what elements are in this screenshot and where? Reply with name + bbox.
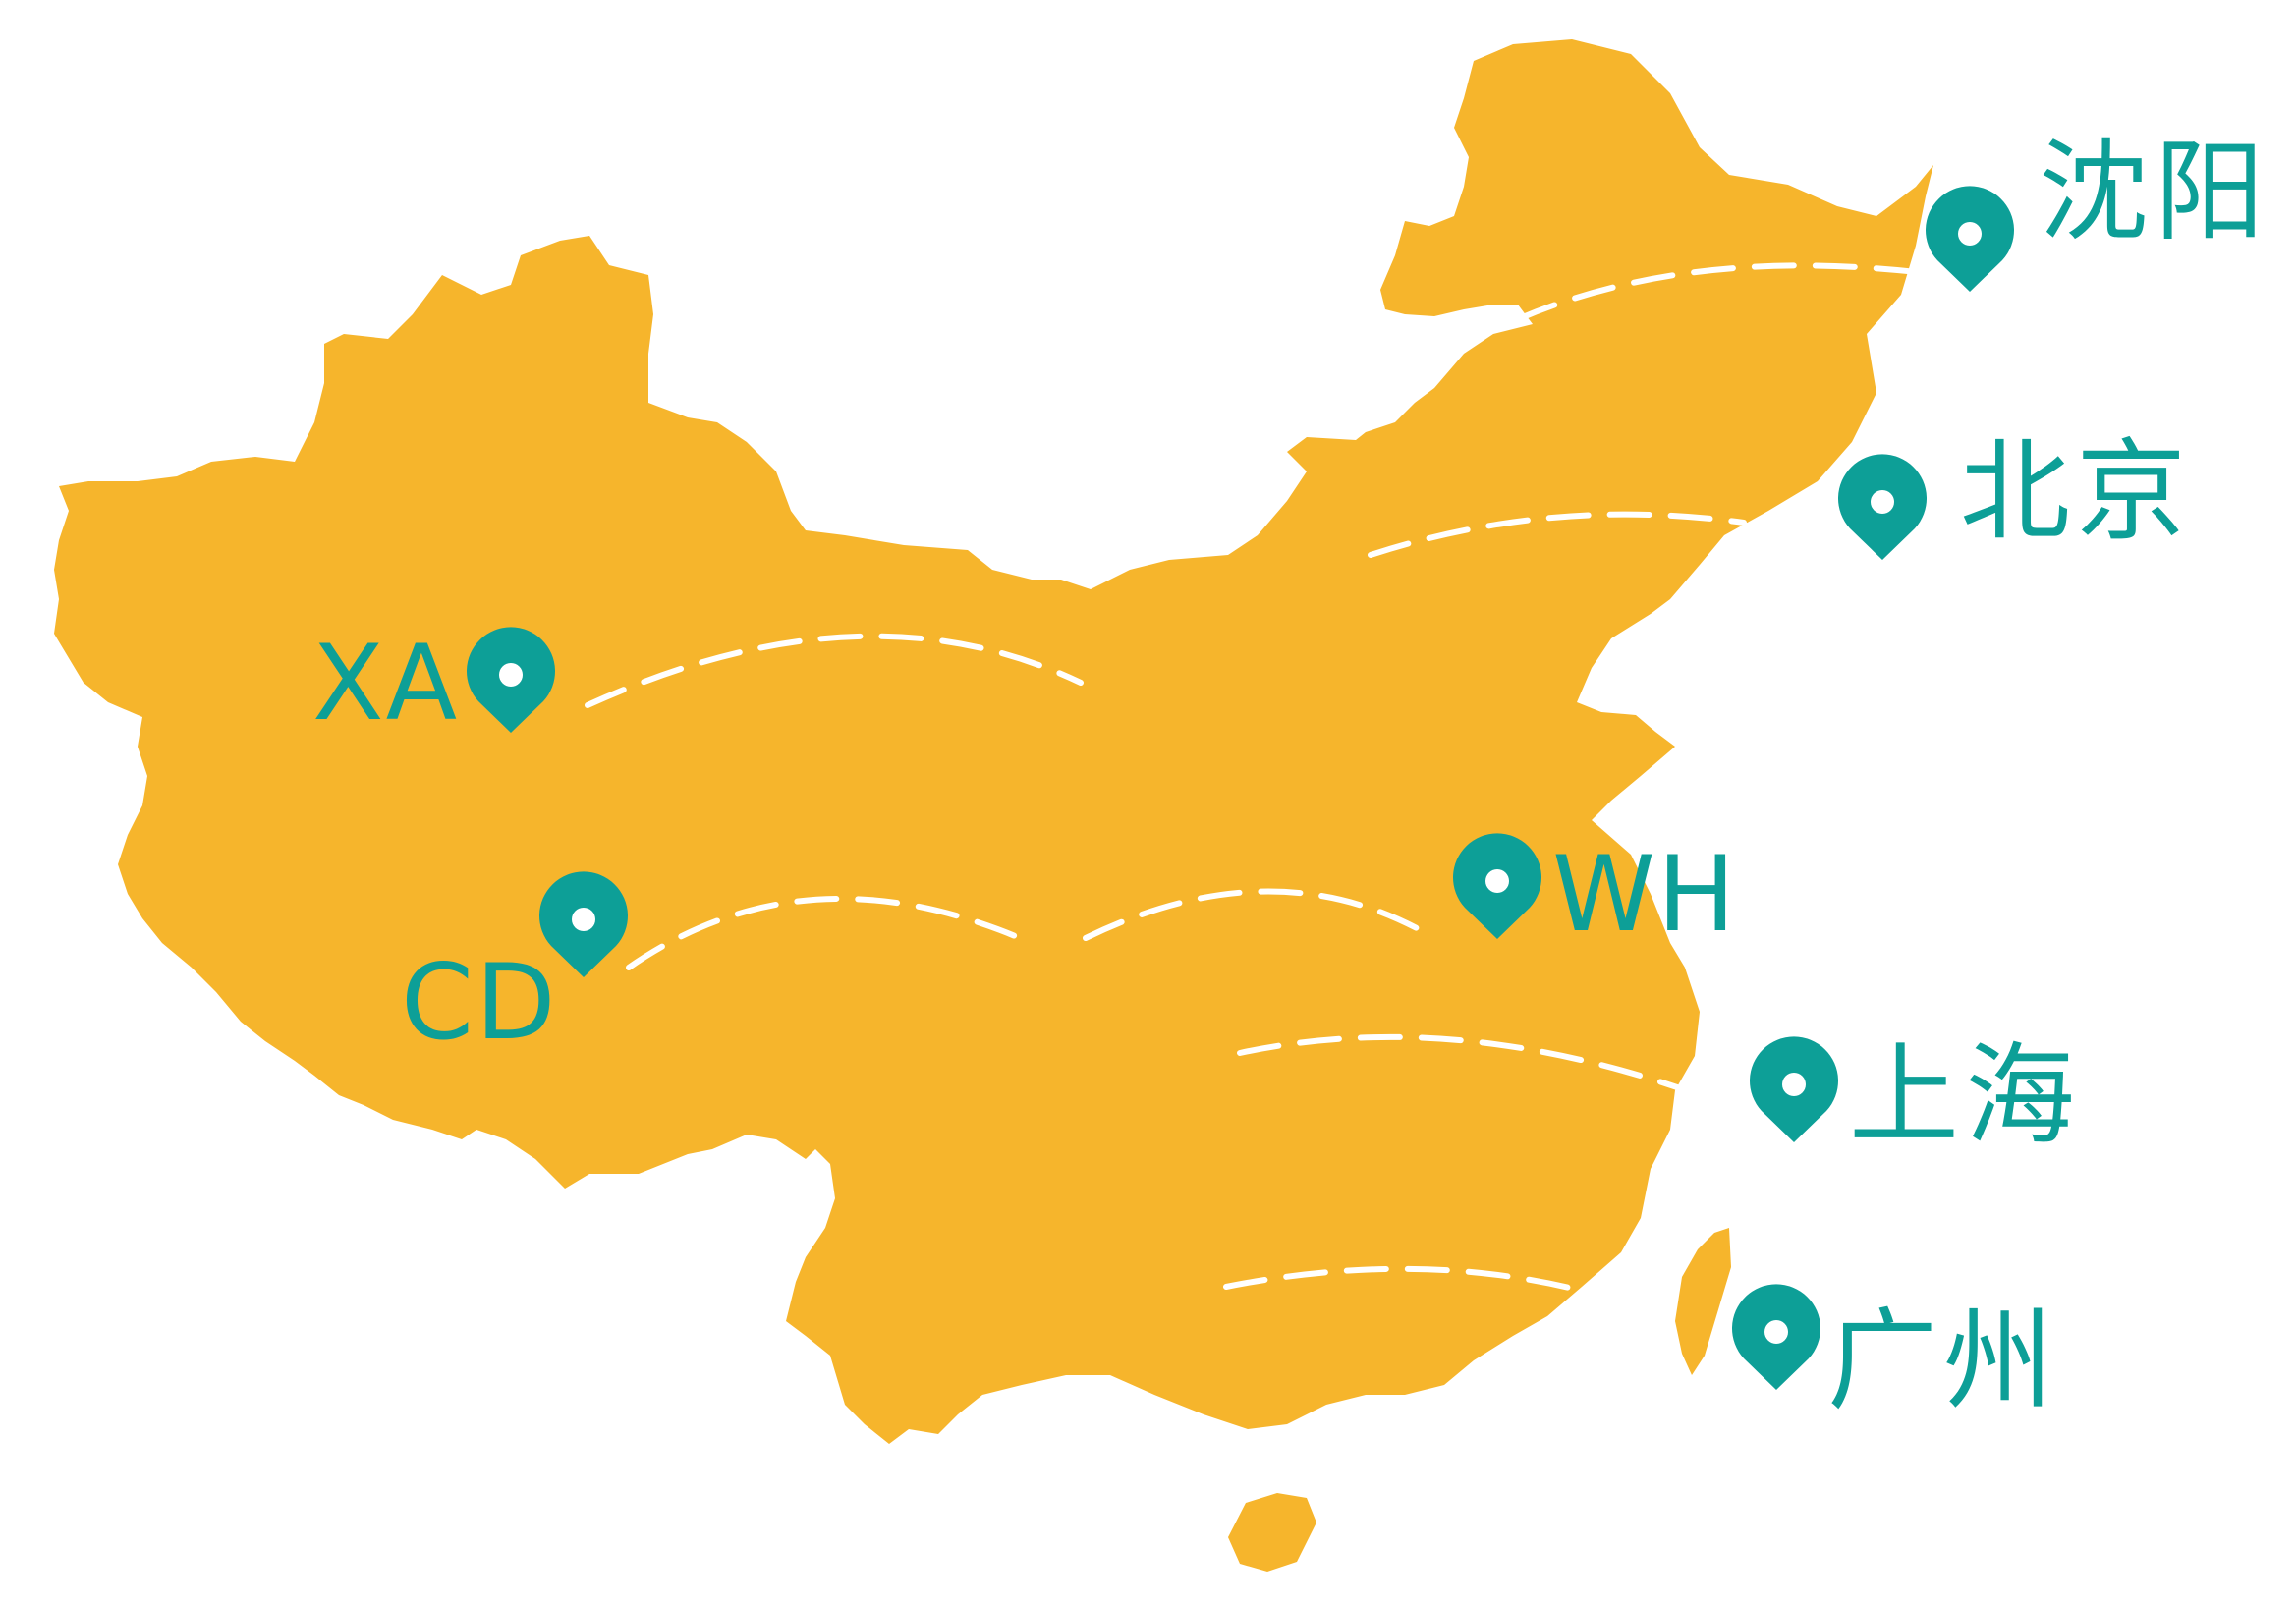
route-beijing	[1368, 511, 1747, 558]
map-pin-icon[interactable]	[1926, 186, 2014, 292]
route-cd-left	[626, 895, 1030, 970]
route-cd-right	[1083, 888, 1437, 941]
markers	[467, 186, 2014, 1390]
route-xa	[585, 633, 1084, 708]
city-label-wh: WH	[1552, 834, 1738, 955]
china-mainland-shape	[54, 39, 1933, 1444]
city-label-shenyang: 沈阳	[2039, 129, 2270, 256]
map-pin-icon[interactable]	[1453, 833, 1541, 939]
map-pin-icon[interactable]	[1838, 454, 1927, 560]
city-label-guangzhou: 广州	[1827, 1298, 2059, 1425]
route-shenyang	[1515, 262, 1929, 322]
map-pin-icon[interactable]	[1750, 1036, 1838, 1142]
map-pin-icon[interactable]	[1732, 1284, 1820, 1390]
route-lines	[585, 262, 1929, 1298]
route-shanghai	[1237, 1033, 1703, 1098]
city-label-xa: XA	[312, 623, 460, 744]
map-pin-icon[interactable]	[539, 871, 628, 977]
city-label-beijing: 北京	[1960, 428, 2192, 556]
city-label-shanghai: 上海	[1849, 1032, 2081, 1160]
route-guangzhou	[1223, 1265, 1599, 1298]
taiwan-shape	[1675, 1228, 1731, 1375]
map-pin-icon[interactable]	[467, 627, 555, 733]
hainan-shape	[1228, 1493, 1316, 1572]
city-label-cd: CD	[401, 942, 558, 1063]
